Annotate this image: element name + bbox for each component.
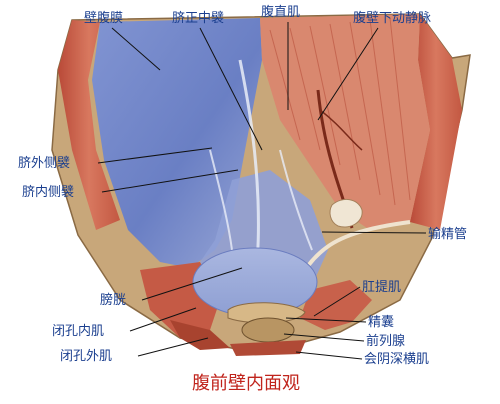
seminal-vesicle bbox=[227, 302, 306, 324]
label-seminal-vesicle: 精囊 bbox=[368, 314, 394, 330]
left-wall-muscle bbox=[58, 20, 120, 230]
label-rectus-abdominis: 腹直肌 bbox=[261, 4, 300, 20]
label-prostate: 前列腺 bbox=[366, 333, 405, 349]
leader-lateral-umbilical-fold bbox=[97, 147, 213, 164]
prostate-gland bbox=[241, 317, 295, 343]
leader-inferior-epigastric-vessels bbox=[317, 27, 379, 121]
leader-levator-ani bbox=[313, 286, 361, 317]
label-obturator-internus: 闭孔内肌 bbox=[52, 323, 104, 339]
parietal-peritoneum-surface bbox=[92, 18, 262, 268]
label-median-umbilical-fold: 脐正中襞 bbox=[172, 10, 224, 26]
medial-umbilical-fold bbox=[209, 149, 233, 251]
rectus-fibers bbox=[269, 17, 411, 206]
leader-seminal-vesicle bbox=[285, 317, 367, 323]
right-wall-muscle bbox=[410, 14, 462, 230]
label-levator-ani: 肛提肌 bbox=[362, 279, 401, 295]
deep-transverse-perineal-muscle bbox=[230, 340, 306, 356]
leader-vas-deferens bbox=[321, 231, 427, 234]
inferior-epigastric-branch bbox=[319, 109, 363, 151]
leader-median-umbilical-fold bbox=[199, 27, 263, 151]
label-deep-transverse-perineal: 会阴深横肌 bbox=[364, 352, 429, 367]
figure-caption: 腹前壁内面观 bbox=[192, 373, 300, 394]
leader-parietal-peritoneum bbox=[111, 27, 161, 71]
label-lateral-umbilical-fold: 脐外侧襞 bbox=[18, 155, 70, 171]
label-inferior-epigastric-vessels: 腹壁下动静脉 bbox=[353, 10, 431, 26]
label-obturator-externus: 闭孔外肌 bbox=[60, 349, 112, 364]
leader-deep-transverse-perineal bbox=[295, 351, 363, 360]
inguinal-ring bbox=[329, 198, 363, 228]
label-parietal-peritoneum: 壁腹膜 bbox=[84, 10, 123, 26]
label-vas-deferens: 输精管 bbox=[428, 226, 467, 242]
label-medial-umbilical-fold: 脐内侧襞 bbox=[22, 184, 74, 200]
leader-prostate bbox=[283, 333, 365, 342]
leader-obturator-externus bbox=[137, 337, 209, 357]
obturator-externus-muscle bbox=[170, 320, 230, 350]
lateral-umbilical-fold bbox=[279, 149, 313, 251]
leader-obturator-internus bbox=[129, 307, 197, 332]
levator-ani-muscle bbox=[300, 280, 372, 330]
leader-medial-umbilical-fold bbox=[101, 169, 239, 193]
rectus-abdominis bbox=[260, 14, 430, 230]
label-urinary-bladder: 膀胱 bbox=[100, 292, 126, 308]
leader-urinary-bladder bbox=[141, 267, 243, 301]
